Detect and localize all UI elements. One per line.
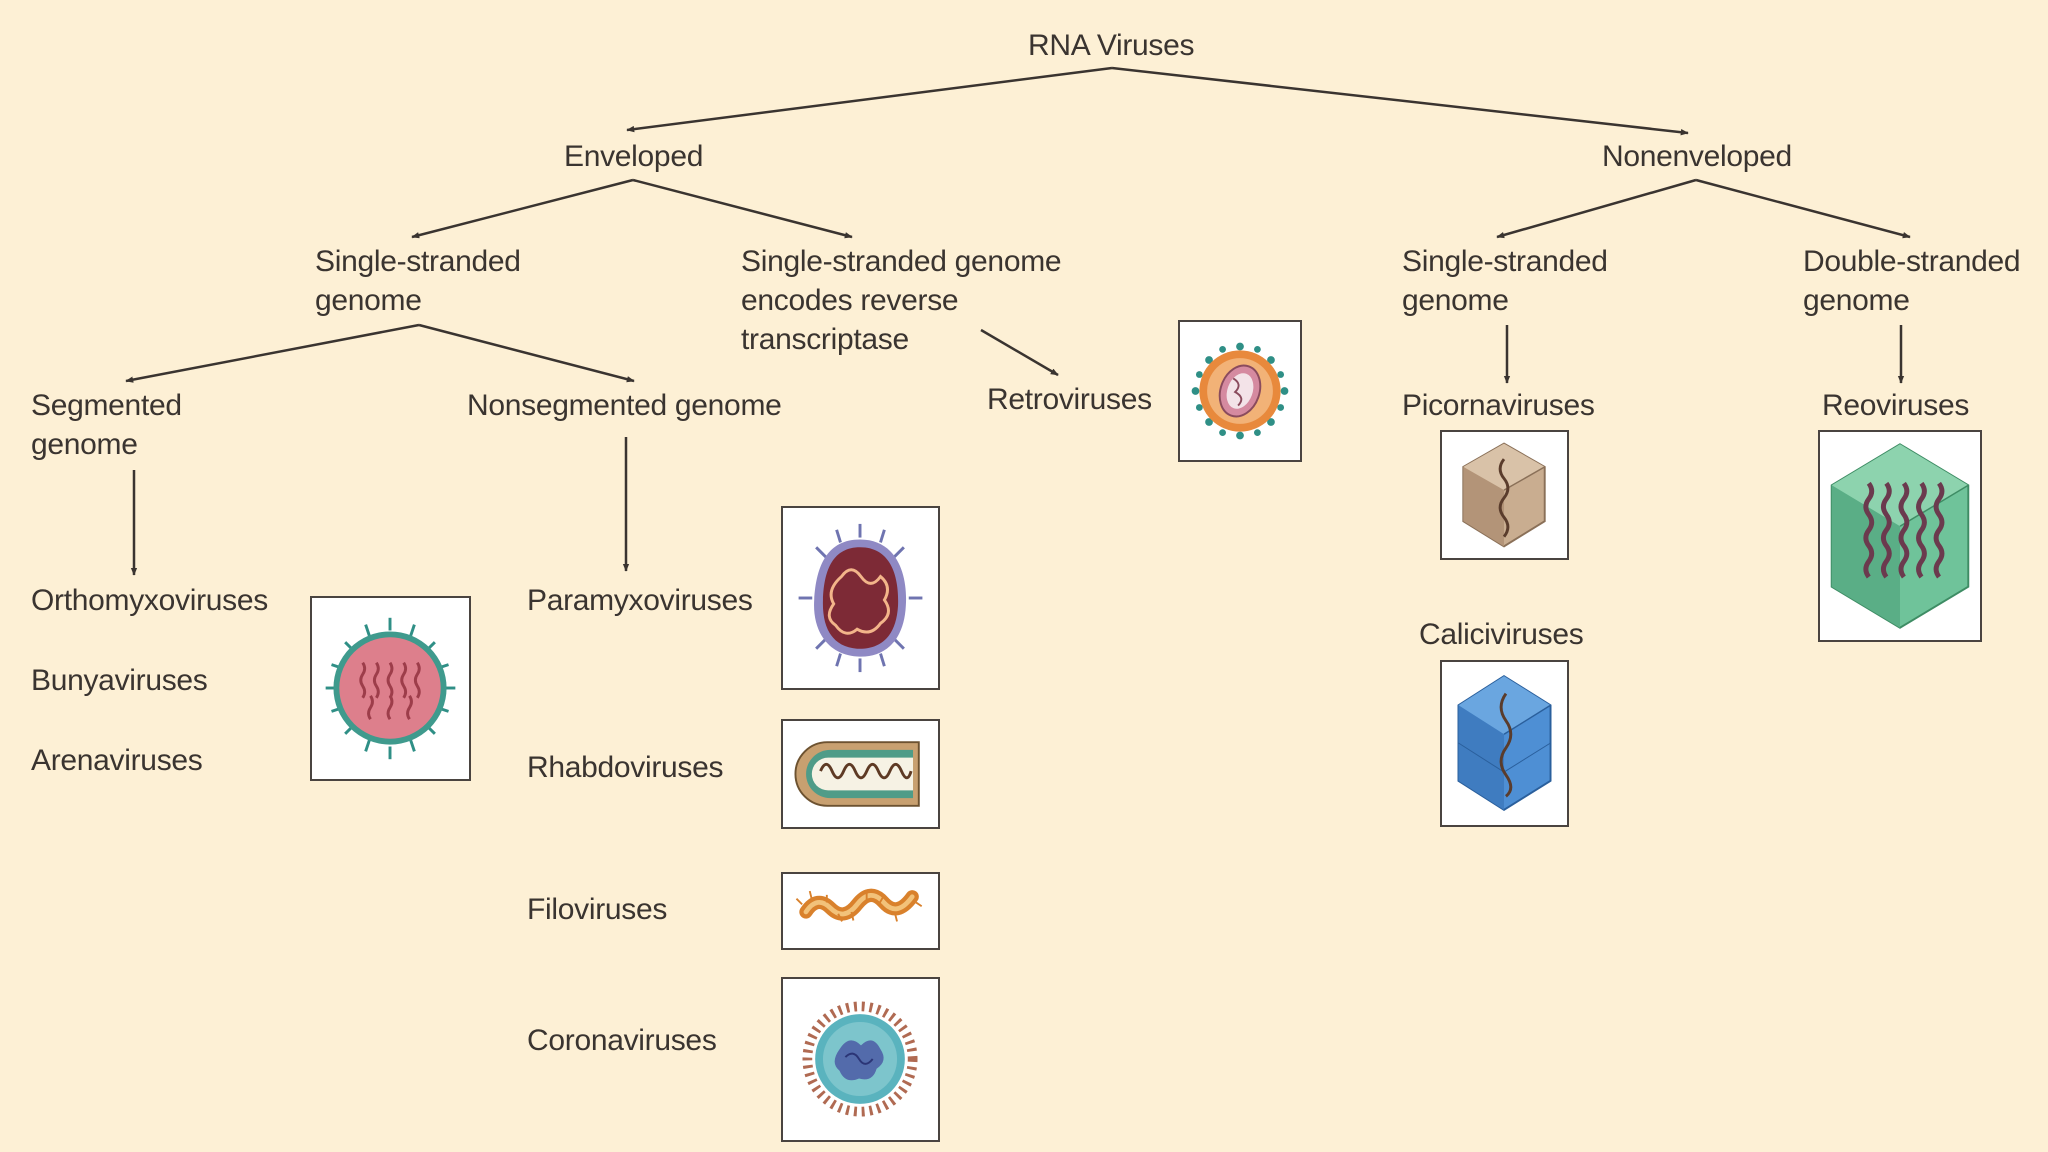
reverse-transcriptase-label: Single-stranded genome encodes reverse t… (741, 245, 1062, 356)
coronavirus-icon (783, 979, 938, 1140)
nonsegmented-label: Nonsegmented genome (467, 389, 782, 422)
picornaviruses-label: Picornaviruses (1402, 389, 1595, 422)
nonenveloped-label: Nonenveloped (1602, 140, 1792, 173)
filoviruses-label: Filoviruses (527, 893, 668, 926)
orthomyxoviruses-label: Orthomyxoviruses (31, 584, 268, 617)
arrow-root-enveloped (626, 66, 1113, 133)
calicivirus-image (1440, 660, 1569, 827)
rhabdoviruses-label: Rhabdoviruses (527, 751, 724, 784)
arrow-root-nonenveloped (1111, 66, 1689, 136)
enveloped-label: Enveloped (564, 140, 704, 173)
arrow-nonenveloped-single (1496, 178, 1697, 239)
filovirus-icon (785, 874, 936, 948)
bunyaviruses-label: Bunyaviruses (31, 664, 208, 697)
arrow-enveloped-single (411, 178, 634, 239)
arrow-single-nonsegmented (418, 323, 635, 383)
arrow-nonenveloped-double (1695, 178, 1911, 239)
double-stranded-label: Double-stranded genome (1803, 245, 2021, 317)
root-label: RNA Viruses (1028, 29, 1195, 62)
segmented-label: Segmented genome (31, 389, 182, 461)
reoviruses-label: Reoviruses (1822, 389, 1970, 422)
retrovirus-icon (1180, 322, 1300, 460)
nonenveloped-single-stranded-label: Single-stranded genome (1402, 245, 1608, 317)
paramyxoviruses-label: Paramyxoviruses (527, 584, 753, 617)
calicivirus-icon (1442, 662, 1567, 825)
paramyxovirus-icon (783, 508, 938, 688)
arenaviruses-label: Arenaviruses (31, 744, 203, 777)
arrow-enveloped-reverse (632, 178, 853, 239)
reovirus-image (1818, 430, 1982, 642)
retrovirus-image (1178, 320, 1302, 462)
enveloped-single-stranded-label: Single-stranded genome (315, 245, 521, 317)
picornavirus-image (1440, 430, 1569, 560)
caliciviruses-label: Caliciviruses (1419, 618, 1584, 651)
coronaviruses-label: Coronaviruses (527, 1024, 717, 1057)
rhabdovirus-icon (783, 721, 938, 827)
reovirus-icon (1820, 432, 1980, 640)
retroviruses-label: Retroviruses (987, 383, 1152, 416)
filovirus-image (781, 872, 940, 950)
picornavirus-icon (1442, 432, 1567, 558)
coronavirus-image (781, 977, 940, 1142)
arrow-reverse-retro (980, 328, 1059, 377)
orthomyxovirus-image (310, 596, 471, 781)
paramyxovirus-image (781, 506, 940, 690)
rhabdovirus-image (781, 719, 940, 829)
orthomyxovirus-icon (312, 598, 469, 779)
arrow-single-segmented (125, 323, 420, 383)
